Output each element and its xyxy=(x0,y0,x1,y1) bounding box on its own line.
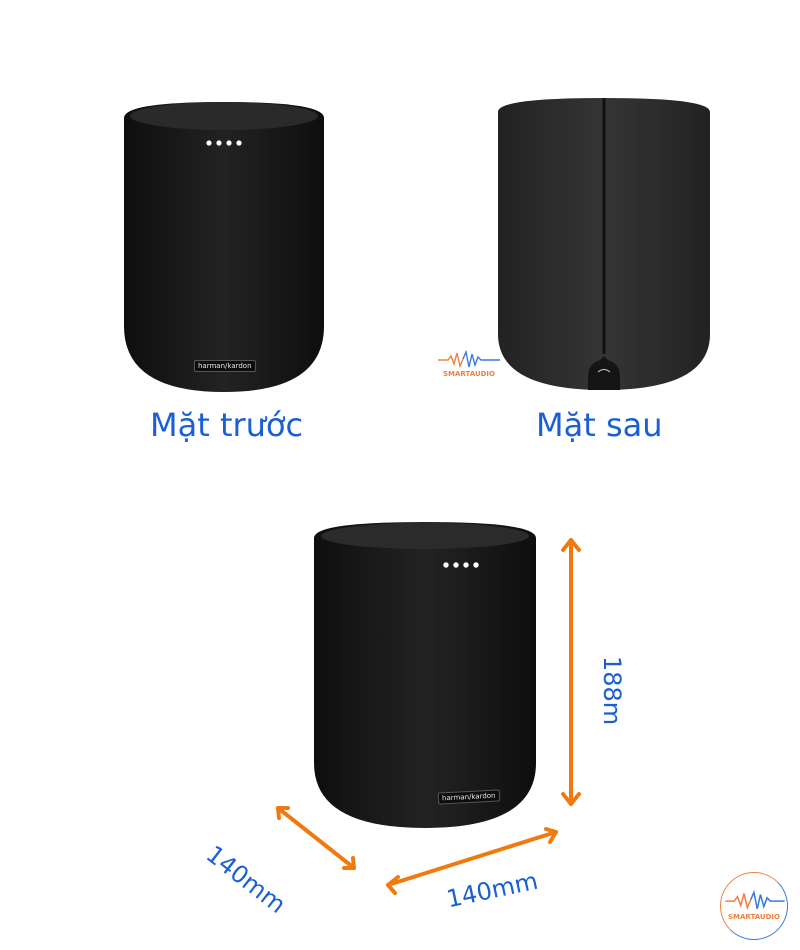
watermark-text: SMARTAUDIO xyxy=(443,370,495,378)
front-label: Mặt trước xyxy=(150,406,304,444)
harman-kardon-logo: harman/kardon xyxy=(194,360,256,372)
speaker-main-graphic xyxy=(314,522,536,828)
back-speaker-image xyxy=(488,94,720,394)
width-arrow xyxy=(386,830,558,887)
back-label: Mặt sau xyxy=(536,406,663,444)
height-dimension: 188m xyxy=(598,656,626,726)
main-speaker-image: harman/kardon xyxy=(312,518,538,830)
smartaudio-logo: SMARTAUDIO xyxy=(720,872,788,940)
logo-text: SMARTAUDIO xyxy=(728,913,780,921)
soundwave-icon xyxy=(438,349,500,369)
speaker-back-graphic xyxy=(498,98,710,390)
smartaudio-watermark: SMARTAUDIO xyxy=(438,349,500,380)
depth-arrow xyxy=(276,806,356,870)
speaker-front-graphic xyxy=(124,102,324,392)
soundwave-icon xyxy=(725,889,785,911)
front-speaker-image: harman/kardon xyxy=(120,96,328,396)
wifi-icon xyxy=(597,369,611,373)
